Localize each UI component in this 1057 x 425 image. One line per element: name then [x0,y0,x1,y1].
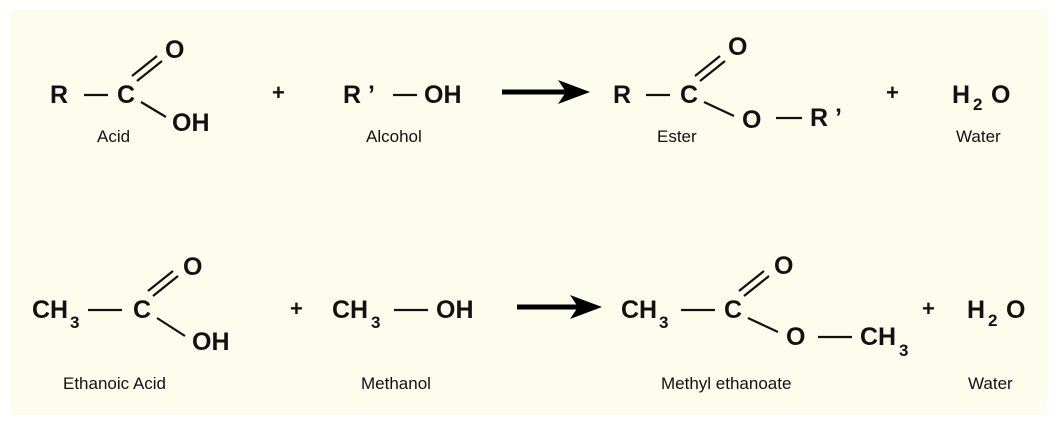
specific-water-h: H [967,296,985,324]
acid-r-group: R [50,81,68,109]
ethanoic-acid-carbonyl-bond-a [147,270,174,292]
methanol-ch-subscript: 3 [371,313,380,332]
reaction-arrow-1 [502,80,590,104]
ester-ether-oxygen: O [742,106,761,134]
arrow-2-head [570,295,602,319]
ethanoic-acid-carbonyl-bond-b [152,275,179,297]
ester-caption: Ester [657,127,697,146]
acid-carbonyl-bond-b [136,60,163,82]
methyl-ethanoate: CH 3 C O O CH 3 Methyl ethanoate [621,252,908,393]
ester-carbonyl-oxygen: O [728,33,747,61]
methanol: CH 3 OH Methanol [332,296,474,393]
methyl-ethanoate-c-o-bond [747,317,779,333]
reaction-arrow-2 [517,295,602,319]
acid-carbonyl-oxygen: O [165,36,184,64]
methanol-ch: CH [332,296,368,324]
ethanoic-acid-carbon: C [133,296,151,324]
water-h: H [952,81,970,109]
methyl-ethanoate-carbonyl-bond-a [738,270,765,292]
methyl-ethanoate-carbon: C [724,296,742,324]
ethanoic-acid-hydroxyl: OH [192,328,230,356]
ester-r-group: R [613,81,631,109]
specific-water-caption: Water [968,374,1013,393]
acid-carbon: C [117,81,135,109]
general-alcohol: R ’ OH Alcohol [343,81,462,146]
methyl-ethanoate-caption: Methyl ethanoate [661,374,791,393]
methyl-ethanoate-ch-end: CH [860,323,896,351]
alcohol-caption: Alcohol [366,127,422,146]
methyl-ethanoate-ch: CH [621,296,657,324]
specific-water: H 2 O Water [967,296,1025,393]
ethanoic-acid: CH 3 C O OH Ethanoic Acid [32,253,230,393]
ethanoic-acid-carbonyl-oxygen: O [183,253,202,281]
general-acid: R C O OH Acid [50,36,210,146]
plus-sign-2: + [886,80,899,105]
ester-r-prime: R ’ [810,104,842,132]
acid-hydroxyl: OH [172,109,210,137]
general-ester: R C O O R ’ Ester [613,33,842,146]
methanol-caption: Methanol [361,374,431,393]
plus-sign-1: + [272,80,285,105]
specific-reaction: CH 3 C O OH Ethanoic Acid + CH 3 OH Meth… [32,252,1025,393]
water-h-subscript: 2 [973,95,982,114]
acid-carbonyl-bond-a [131,55,158,77]
reaction-panel [10,10,1047,415]
acid-caption: Acid [97,127,130,146]
ethanoic-acid-ch-subscript: 3 [70,313,79,332]
methyl-ethanoate-ch-end-subscript: 3 [899,341,908,360]
ester-carbonyl-bond-b [699,60,726,82]
plus-sign-4: + [922,296,935,321]
ester-carbonyl-bond-a [694,55,721,77]
specific-water-h-subscript: 2 [988,311,997,330]
methyl-ethanoate-carbonyl-bond-b [743,275,770,297]
ester-carbon: C [680,81,698,109]
methanol-hydroxyl: OH [436,296,474,324]
general-reaction: R C O OH Acid + R ’ OH Alcohol [50,33,1010,146]
methyl-ethanoate-carbonyl-oxygen: O [774,252,793,280]
ethanoic-acid-ch: CH [32,296,68,324]
ethanoic-acid-caption: Ethanoic Acid [63,374,166,393]
plus-sign-3: + [290,296,303,321]
general-water: H 2 O Water [952,81,1010,146]
methyl-ethanoate-ether-oxygen: O [786,323,805,351]
water-caption: Water [956,127,1001,146]
arrow-1-head [558,80,590,104]
acid-c-oh-bond [140,101,167,118]
water-o: O [991,81,1010,109]
alcohol-r-prime: R ’ [343,81,375,109]
ester-c-o-bond [703,101,735,117]
ethanoic-acid-c-oh-bond [156,317,186,337]
alcohol-hydroxyl: OH [424,81,462,109]
methyl-ethanoate-ch-subscript: 3 [659,313,668,332]
specific-water-o: O [1006,296,1025,324]
